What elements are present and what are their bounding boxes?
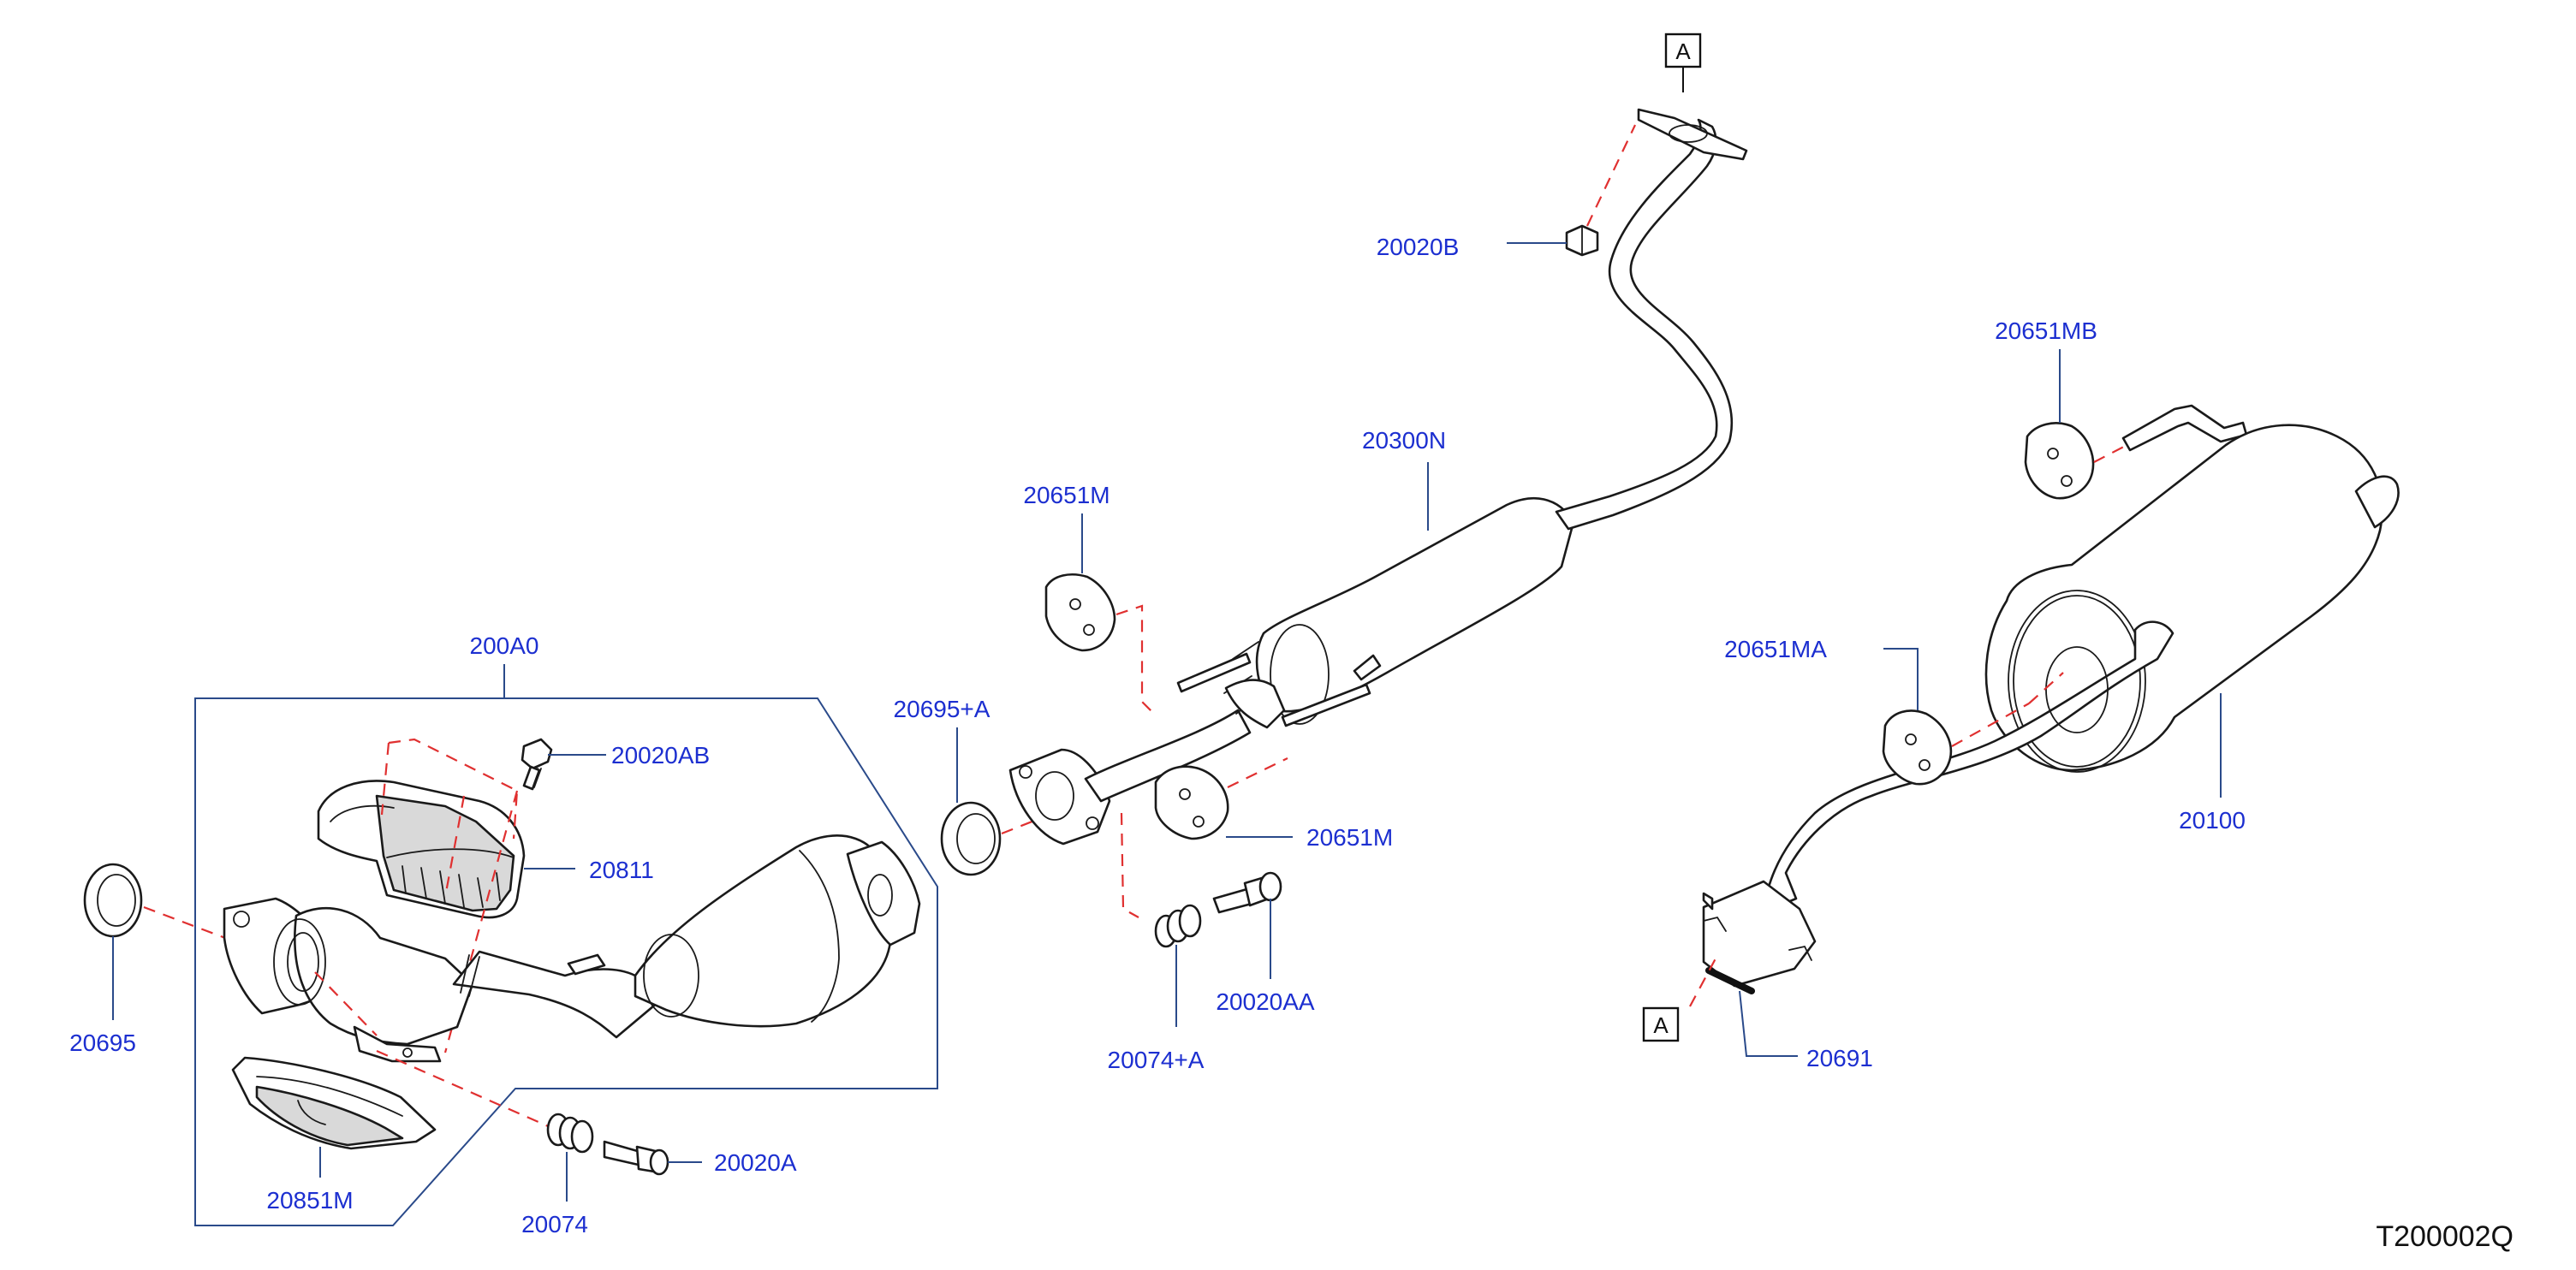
callout-20020ab: 20020AB: [611, 742, 710, 769]
main-muffler: [1702, 404, 2400, 988]
ref-marker-top: A: [1675, 39, 1691, 64]
ref-marker-bottom: A: [1653, 1012, 1669, 1038]
callout-20695a: 20695+A: [894, 696, 991, 722]
callout-20074a: 20074+A: [1108, 1047, 1205, 1073]
heat-insulator-upper: [317, 780, 526, 919]
drawing-code: T200002Q: [2376, 1220, 2514, 1253]
heat-insulator-lower: [231, 1056, 437, 1150]
rubber-hanger-rear-lower: [1882, 709, 1953, 786]
rubber-hanger-lower: [1154, 765, 1229, 840]
exhaust-seal-ring-middle: [940, 801, 1002, 876]
callout-20695: 20695: [69, 1030, 136, 1056]
callout-20300n: 20300N: [1362, 427, 1446, 454]
callout-200a0: 200A0: [470, 632, 539, 659]
callout-20651m-bottom: 20651M: [1306, 824, 1393, 851]
callout-20851m: 20851M: [266, 1187, 353, 1214]
callout-20020aa: 20020AA: [1216, 988, 1315, 1015]
bolt-20020ab: [521, 738, 553, 791]
spring-20074: [546, 1113, 594, 1154]
callout-20651m-top: 20651M: [1023, 482, 1110, 508]
spring-20074a: [1154, 904, 1202, 948]
bolt-20020a: [603, 1140, 669, 1176]
callout-20811: 20811: [589, 857, 654, 883]
callout-20651ma: 20651MA: [1724, 636, 1827, 662]
catalytic-converter-front-tube: [223, 834, 921, 1063]
callout-20020b: 20020B: [1377, 234, 1460, 260]
assembly-group-outline: [194, 697, 938, 1226]
bolt-20020aa: [1212, 871, 1282, 914]
callout-20020a: 20020A: [714, 1149, 797, 1176]
callout-20100: 20100: [2179, 807, 2246, 834]
callout-20651mb: 20651MB: [1995, 318, 2097, 344]
nut-20020b: [1565, 224, 1599, 257]
exhaust-gasket-20691: [1705, 967, 1755, 994]
exhaust-seal-ring-left: [83, 863, 143, 938]
center-muffler-pipe: [1008, 108, 1748, 846]
callout-20691: 20691: [1806, 1045, 1873, 1071]
rubber-hanger-rear-top: [2024, 422, 2095, 500]
rubber-hanger-upper: [1044, 573, 1116, 652]
callout-20074: 20074: [521, 1211, 588, 1237]
